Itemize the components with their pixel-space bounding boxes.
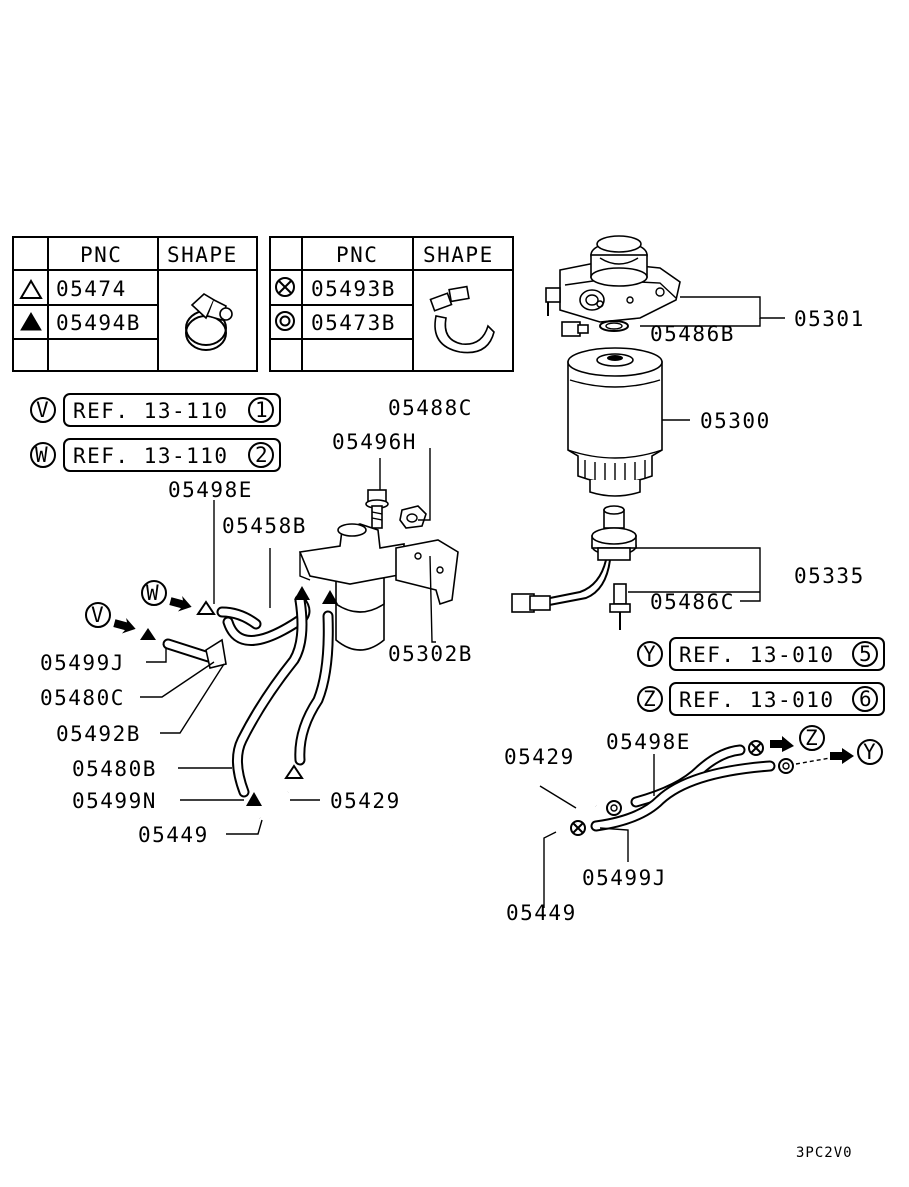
ref-text: REF. 13-010 <box>679 688 835 712</box>
hose-clamp-shape-icon <box>185 293 233 351</box>
legend-table-clamps-2: PNC SHAPE 05493B 05473B <box>269 236 514 372</box>
flow-marker-y[interactable]: Y <box>795 739 883 765</box>
callout-05488c[interactable]: 05488C <box>388 396 473 420</box>
ref-text: REF. 13-110 <box>73 444 229 468</box>
callout-05480c[interactable]: 05480C <box>40 686 125 710</box>
callout-05499j[interactable]: 05499J <box>582 866 667 890</box>
flow-marker-label: V <box>91 603 105 627</box>
callout-05449[interactable]: 05449 <box>138 823 209 847</box>
fuel-filter-head[interactable] <box>545 235 681 323</box>
ref-marker: Z <box>643 687 657 711</box>
callout-05499j[interactable]: 05499J <box>40 651 125 675</box>
filled-triangle-icon <box>140 628 156 640</box>
circled-x-clamp-icon[interactable] <box>748 740 764 756</box>
ref-text: REF. 13-110 <box>73 399 229 423</box>
bleeder-screw[interactable] <box>561 321 589 337</box>
fuel-hose-05480b[interactable] <box>232 594 308 798</box>
reference-y[interactable]: Y REF. 13-010 5 <box>637 637 885 671</box>
fuel-hose-05499j-right[interactable] <box>590 760 776 832</box>
callout-05498e[interactable]: 05498E <box>168 478 253 502</box>
o-ring-head[interactable] <box>599 320 629 332</box>
pnc-value: 05493B <box>311 277 396 301</box>
callout-05301[interactable]: 05301 <box>794 307 865 331</box>
pnc-value: 05473B <box>311 311 396 335</box>
callout-05498e[interactable]: 05498E <box>606 730 691 754</box>
sensor-o-ring[interactable] <box>609 583 631 630</box>
filled-triangle-icon <box>20 312 42 331</box>
callout-05496h[interactable]: 05496H <box>332 430 417 454</box>
callout-05458b[interactable]: 05458B <box>222 514 307 538</box>
flow-marker-v[interactable]: V <box>85 602 138 637</box>
reference-v[interactable]: V REF. 13-110 1 <box>30 393 281 427</box>
fuel-pipe-05449[interactable] <box>258 791 597 869</box>
ref-number: 1 <box>255 398 269 422</box>
double-circle-icon <box>275 311 295 331</box>
fuel-hose-05480c[interactable] <box>162 638 227 669</box>
fuel-hose-05499j[interactable] <box>216 606 262 630</box>
pnc-header: PNC <box>336 243 378 267</box>
water-level-sensor[interactable] <box>511 505 637 613</box>
flow-marker-z[interactable]: Z <box>770 725 825 752</box>
callout-05486c[interactable]: 05486C <box>650 590 735 614</box>
callout-05300[interactable]: 05300 <box>700 409 771 433</box>
ref-number: 5 <box>859 642 873 666</box>
ref-marker: Y <box>643 642 657 666</box>
double-circle-clamp-icon[interactable] <box>778 758 794 774</box>
callout-05335[interactable]: 05335 <box>794 564 865 588</box>
open-triangle-icon <box>284 764 304 779</box>
circled-x-clamp-icon[interactable] <box>570 820 586 836</box>
mounting-nut[interactable] <box>399 505 427 529</box>
flow-marker-label: Y <box>863 740 877 764</box>
double-circle-clamp-icon[interactable] <box>606 800 622 816</box>
callout-05302b[interactable]: 05302B <box>388 642 473 666</box>
ref-number: 6 <box>859 687 873 711</box>
sedimenter-bracket[interactable] <box>395 539 459 606</box>
reference-w[interactable]: W REF. 13-110 2 <box>30 438 281 472</box>
callout-05480b[interactable]: 05480B <box>72 757 157 781</box>
filled-triangle-icon <box>294 586 310 600</box>
mounting-bolt[interactable] <box>365 489 389 529</box>
band-clamp-shape-icon <box>429 285 495 354</box>
open-triangle-icon <box>19 279 43 299</box>
callout-05449[interactable]: 05449 <box>506 901 577 925</box>
ref-marker: W <box>35 443 49 467</box>
fuel-hose-05498e[interactable] <box>294 610 334 766</box>
ref-text: REF. 13-010 <box>679 643 835 667</box>
circled-x-icon <box>275 277 295 297</box>
pnc-header: PNC <box>80 243 122 267</box>
shape-header: SHAPE <box>167 243 238 267</box>
fuel-filter-cartridge[interactable] <box>567 347 663 497</box>
filled-triangle-icon <box>322 590 338 604</box>
ref-marker: V <box>36 398 50 422</box>
flow-marker-label: W <box>146 581 160 605</box>
filled-triangle-icon <box>246 792 262 806</box>
flow-marker-w[interactable]: W <box>141 580 194 615</box>
callout-05429[interactable]: 05429 <box>330 789 401 813</box>
leader-lines <box>140 296 785 908</box>
callout-05429[interactable]: 05429 <box>504 745 575 769</box>
callout-05499n[interactable]: 05499N <box>72 789 157 813</box>
shape-header: SHAPE <box>423 243 494 267</box>
legend-table-clamps-1: PNC SHAPE 05474 05494B <box>12 236 258 372</box>
fuel-sedimenter[interactable] <box>298 523 405 651</box>
open-triangle-icon <box>196 600 216 615</box>
pnc-value: 05494B <box>56 311 141 335</box>
diagram-code: 3PC2V0 <box>796 1145 853 1161</box>
callout-05492b[interactable]: 05492B <box>56 722 141 746</box>
callout-05486b[interactable]: 05486B <box>650 322 735 346</box>
pnc-value: 05474 <box>56 277 127 301</box>
reference-z[interactable]: Z REF. 13-010 6 <box>637 682 885 716</box>
ref-number: 2 <box>255 443 269 467</box>
flow-marker-label: Z <box>805 726 819 750</box>
